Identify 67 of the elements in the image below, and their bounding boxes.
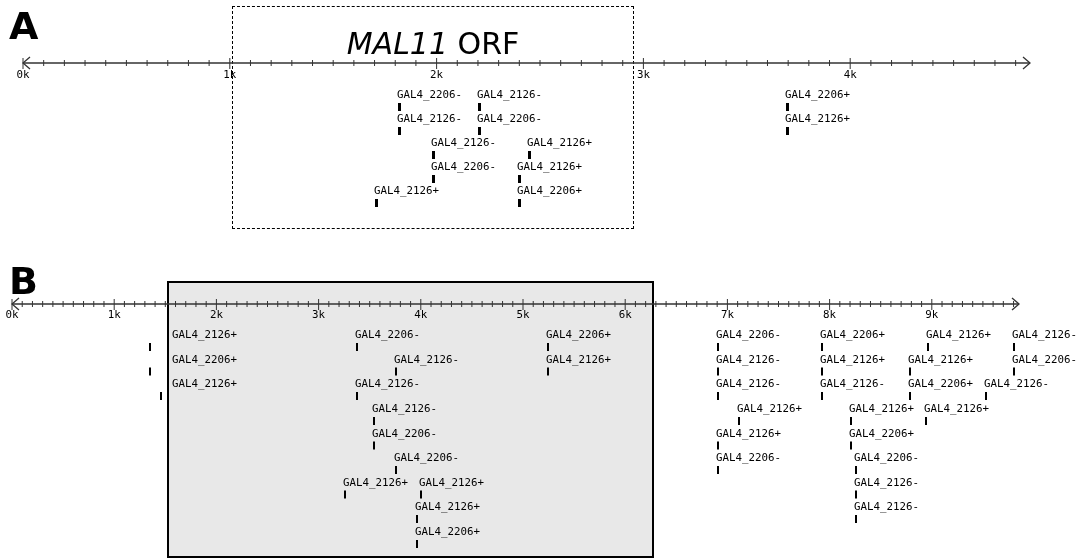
motif-label: GAL4_2126+ [419, 476, 484, 489]
axis-tick-label: 2k [209, 309, 223, 321]
motif-label: GAL4_2206+ [908, 378, 973, 390]
axis-tick-label: 9k [925, 309, 939, 321]
motif-label: GAL4_2126+ [374, 185, 439, 197]
motif-label: GAL4_2126+ [527, 137, 592, 149]
axis-tick-label: 2k [430, 69, 444, 81]
motif-label: GAL4_2126+ [849, 403, 914, 415]
motif-label: GAL4_2206- [355, 329, 420, 341]
motif-label: GAL4_2206- [397, 89, 462, 101]
motif-label: GAL4_2126- [477, 89, 542, 101]
motif-label: GAL4_2126+ [415, 501, 480, 513]
motif-label: GAL4_2206- [431, 161, 496, 173]
motif-label: GAL4_2126+ [924, 403, 989, 415]
axis-tick-label: 4k [414, 309, 428, 321]
motif-label: GAL4_2126- [716, 378, 781, 390]
motif-label: GAL4_2126+ [517, 161, 582, 173]
panel-label: A [9, 6, 39, 46]
motif-label: GAL4_2126- [1012, 329, 1077, 341]
motif-label: GAL4_2126+ [343, 476, 408, 489]
motif-label: GAL4_2206- [1012, 353, 1077, 366]
motif-label: GAL4_2126- [820, 378, 885, 390]
motif-label: GAL4_2206- [477, 113, 542, 125]
motif-label: GAL4_2206+ [172, 353, 237, 366]
motif-label: GAL4_2126+ [172, 329, 237, 341]
motif-label: GAL4_2206+ [820, 329, 885, 341]
motif-label: GAL4_2126+ [737, 403, 802, 415]
highlight-region [167, 281, 654, 558]
motif-label: GAL4_2206- [854, 452, 919, 464]
motif-label: GAL4_2126- [854, 501, 919, 513]
motif-label: GAL4_2126- [716, 353, 781, 366]
panel-label: B [9, 261, 38, 301]
axis-tick-label: 8k [823, 309, 837, 321]
motif-label: GAL4_2206- [716, 452, 781, 464]
axis-tick-label: 7k [720, 309, 734, 321]
motif-label: GAL4_2126+ [716, 427, 781, 440]
region-title: MAL11 ORF [345, 27, 521, 61]
motif-label: GAL4_2206+ [517, 185, 582, 197]
axis-tick-label: 4k [843, 69, 857, 81]
motif-label: GAL4_2126- [397, 113, 462, 125]
axis-tick-label: 0k [16, 69, 30, 81]
motif-label: GAL4_2126+ [172, 378, 237, 390]
axis-tick-label: 3k [312, 309, 326, 321]
motif-label: GAL4_2206+ [415, 526, 480, 538]
motif-label: GAL4_2126- [372, 403, 437, 415]
axis-tick-label: 1k [223, 69, 237, 81]
motif-label: GAL4_2126+ [785, 113, 850, 125]
motif-label: GAL4_2126- [854, 476, 919, 489]
motif-label: GAL4_2126+ [820, 353, 885, 366]
motif-label: GAL4_2206+ [546, 329, 611, 341]
axis-tick-label: 1k [107, 309, 121, 321]
motif-label: GAL4_2126- [984, 378, 1049, 390]
motif-label: GAL4_2126+ [926, 329, 991, 341]
motif-label: GAL4_2126- [355, 378, 420, 390]
motif-label: GAL4_2126- [431, 137, 496, 149]
axis-tick-label: 0k [5, 309, 19, 321]
axis-tick-label: 5k [516, 309, 530, 321]
motif-label: GAL4_2126+ [908, 353, 973, 366]
motif-label: GAL4_2206- [394, 452, 459, 464]
motif-label: GAL4_2126+ [546, 353, 611, 366]
axis-tick-label: 6k [618, 309, 632, 321]
axis-tick-label: 3k [636, 69, 650, 81]
motif-label: GAL4_2206+ [785, 89, 850, 101]
motif-label: GAL4_2206+ [849, 427, 914, 440]
motif-label: GAL4_2126- [394, 353, 459, 366]
motif-label: GAL4_2206- [372, 427, 437, 440]
motif-label: GAL4_2206- [716, 329, 781, 341]
